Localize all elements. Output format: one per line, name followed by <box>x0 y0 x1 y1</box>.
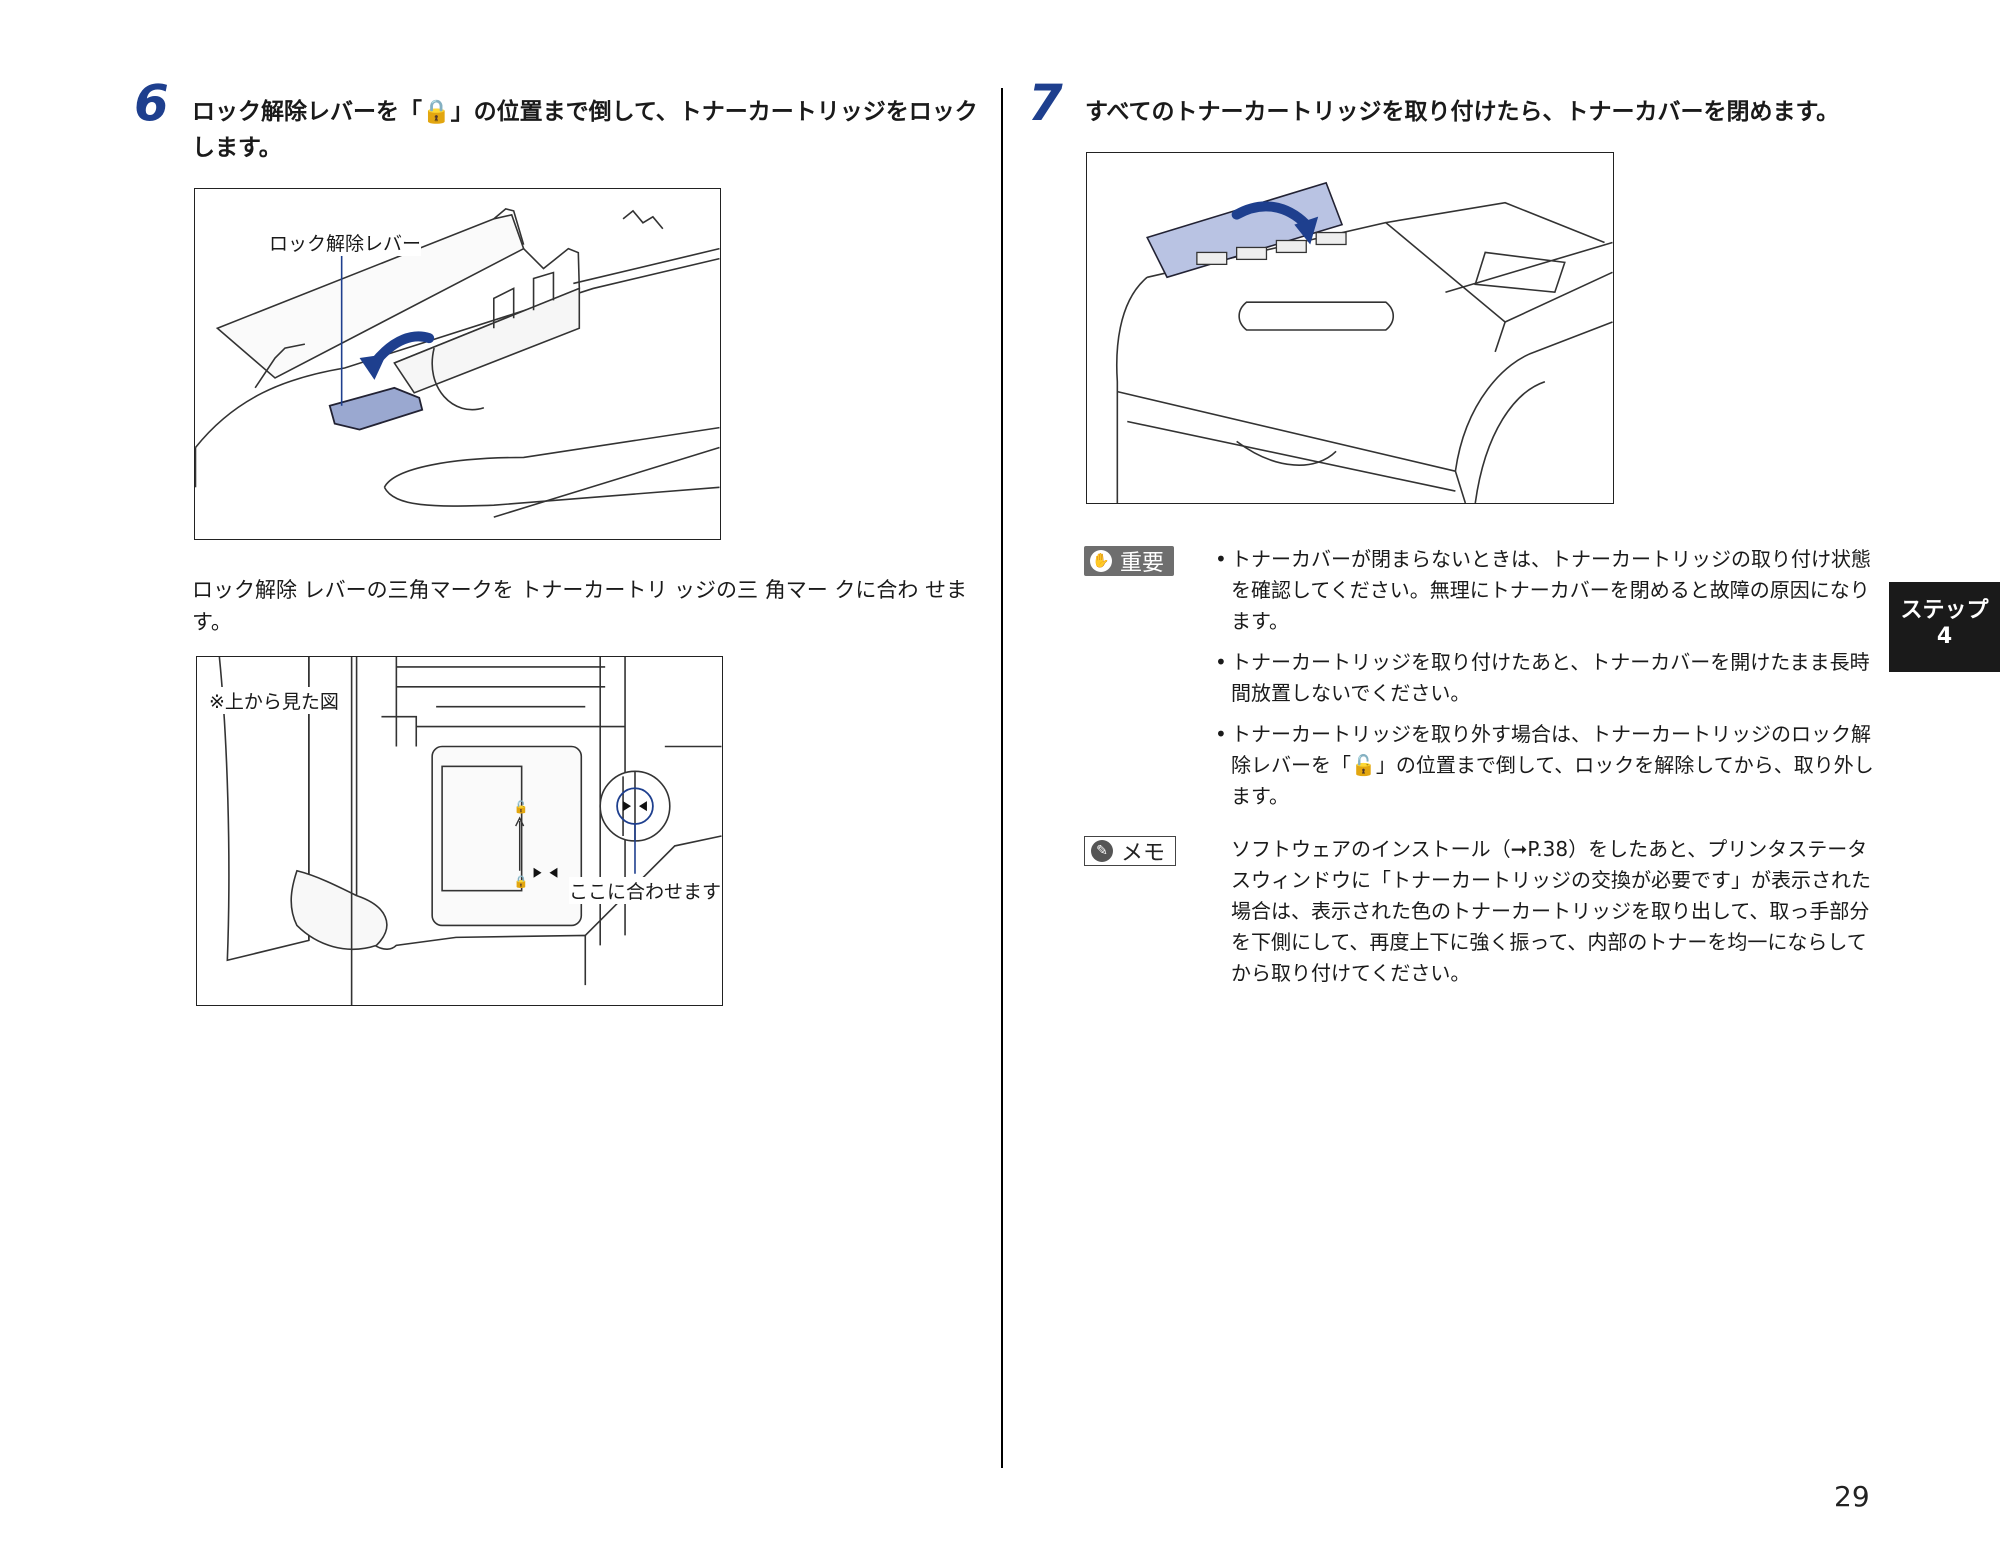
list-item: トナーカートリッジを取り付けたあと、トナーカバーを開けたまま長時間放置しないでく… <box>1215 647 1875 709</box>
memo-label: メモ <box>1121 841 1166 866</box>
column-divider <box>1001 88 1003 1468</box>
pencil-icon: ✎ <box>1091 840 1113 862</box>
cartridge-top-view-illustration: 🔓 🔒 <box>218 657 722 1005</box>
alignment-circle-highlight <box>616 787 654 825</box>
step-6-number: 6 <box>134 74 169 132</box>
memo-badge: ✎ メモ <box>1084 836 1177 866</box>
step-6-instruction: ロック解除レバーを「🔒」の位置まで倒して、トナーカートリッジをロックします。 <box>192 99 978 161</box>
printer-open-cover-illustration <box>195 208 720 518</box>
figure1-callout-lever: ロック解除レバー <box>269 229 422 256</box>
figure2-callout-align-here: ここに合わせます <box>569 877 722 904</box>
list-item: トナーカバーが閉まらないときは、トナーカートリッジの取り付け状態を確認してくださ… <box>1215 544 1875 637</box>
important-notes-list: トナーカバーが閉まらないときは、トナーカートリッジの取り付け状態を確認してくださ… <box>1215 544 1875 822</box>
svg-text:🔒: 🔒 <box>514 875 529 889</box>
triangle-mark-cartridge <box>623 801 632 812</box>
printer-closing-cover-illustration <box>1115 181 1613 503</box>
figure-close-cover <box>1086 152 1614 504</box>
side-tab-line1: ステップ <box>1900 598 1989 623</box>
svg-text:🔓: 🔓 <box>514 800 529 814</box>
close-arrow-icon <box>1231 201 1312 230</box>
memo-text: ソフトウェアのインストール（➞P.38）をしたあと、プリンタステータスウィンドウ… <box>1231 837 1871 985</box>
important-label: 重要 <box>1120 551 1165 576</box>
lock-lever-shape <box>328 386 424 431</box>
step-6-caption: ロック解除 レバーの三角マークを トナーカートリ ッジの三 角マー クに合わ せ… <box>192 578 968 634</box>
step-7-instruction: すべてのトナーカートリッジを取り付けたら、トナーカバーを閉めます。 <box>1085 99 1840 125</box>
step-7-number: 7 <box>1028 74 1063 132</box>
figure-top-view: 🔓 🔒 ※上から見た図 ここに合わせます <box>196 656 723 1006</box>
hand-stop-icon: ✋ <box>1090 550 1112 572</box>
figure2-callout-top-view: ※上から見た図 <box>209 687 339 714</box>
figure-lock-lever: ロック解除レバー <box>194 188 721 540</box>
side-tab-line2: 4 <box>1936 624 1953 649</box>
side-tab-step-4[interactable]: ステップ 4 <box>1889 582 2000 672</box>
page-number: 29 <box>1834 1480 1870 1513</box>
triangle-mark-lever <box>638 801 647 812</box>
list-item: トナーカートリッジを取り外す場合は、トナーカートリッジのロック解除レバーを「🔓」… <box>1215 719 1875 812</box>
important-badge: ✋ 重要 <box>1084 546 1175 576</box>
toner-cover-shape <box>1146 181 1344 279</box>
